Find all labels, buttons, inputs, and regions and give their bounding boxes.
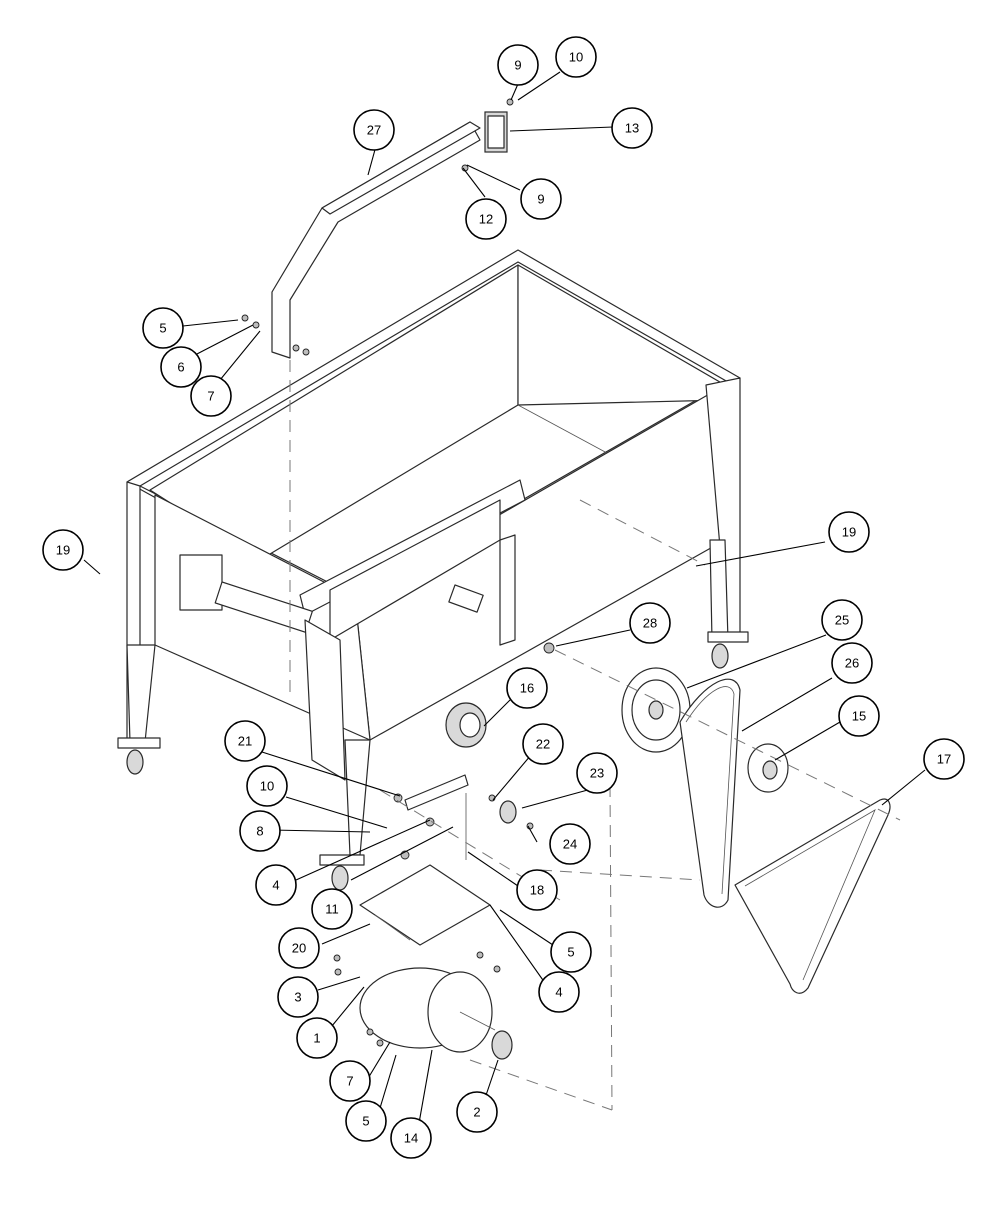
callout-17: 17 — [923, 738, 965, 780]
svg-text:19: 19 — [842, 525, 856, 540]
callout-24: 24 — [549, 823, 591, 865]
callout-13: 13 — [611, 107, 653, 149]
callout-26: 26 — [831, 642, 873, 684]
svg-text:20: 20 — [292, 941, 306, 956]
callout-22: 22 — [522, 723, 564, 765]
svg-text:6: 6 — [177, 360, 184, 375]
svg-text:5: 5 — [362, 1114, 369, 1129]
svg-text:26: 26 — [845, 656, 859, 671]
callout-8: 8 — [239, 810, 281, 852]
callout-3: 3 — [277, 976, 319, 1018]
svg-text:24: 24 — [563, 837, 577, 852]
drive-pulleys-belts — [543, 642, 891, 994]
svg-text:8: 8 — [256, 824, 263, 839]
svg-text:2: 2 — [473, 1105, 480, 1120]
callout-23: 23 — [576, 752, 618, 794]
svg-text:27: 27 — [367, 123, 381, 138]
svg-text:18: 18 — [530, 883, 544, 898]
svg-text:25: 25 — [835, 613, 849, 628]
callout-6: 6 — [160, 346, 202, 388]
callout-1: 1 — [296, 1017, 338, 1059]
svg-text:11: 11 — [325, 902, 339, 917]
svg-text:4: 4 — [272, 878, 279, 893]
svg-text:19: 19 — [56, 543, 70, 558]
svg-text:15: 15 — [852, 709, 866, 724]
callout-9: 9 — [497, 44, 539, 86]
svg-text:10: 10 — [569, 50, 583, 65]
svg-text:3: 3 — [294, 990, 301, 1005]
callout-16: 16 — [506, 667, 548, 709]
callout-14: 14 — [390, 1117, 432, 1159]
callout-27: 27 — [353, 109, 395, 151]
callout-9: 9 — [520, 178, 562, 220]
svg-text:22: 22 — [536, 737, 550, 752]
callout-19: 19 — [828, 511, 870, 553]
callout-28: 28 — [629, 602, 671, 644]
callout-2: 2 — [456, 1091, 498, 1133]
callout-15: 15 — [838, 695, 880, 737]
tension-assembly — [393, 774, 534, 860]
svg-text:1: 1 — [313, 1031, 320, 1046]
svg-text:12: 12 — [479, 212, 493, 227]
svg-text:21: 21 — [238, 734, 252, 749]
svg-text:5: 5 — [567, 945, 574, 960]
svg-text:13: 13 — [625, 121, 639, 136]
svg-text:17: 17 — [937, 752, 951, 767]
callout-12: 12 — [465, 198, 507, 240]
callout-4: 4 — [538, 971, 580, 1013]
callout-5: 5 — [142, 307, 184, 349]
svg-text:5: 5 — [159, 321, 166, 336]
callout-10: 10 — [555, 36, 597, 78]
svg-text:16: 16 — [520, 681, 534, 696]
callout-21: 21 — [224, 720, 266, 762]
svg-text:4: 4 — [555, 985, 562, 1000]
callout-balloons: 1 2 3 4 4 5 5 5 6 7 7 8 9 9 10 10 11 12 … — [42, 36, 965, 1159]
callout-25: 25 — [821, 599, 863, 641]
callout-5: 5 — [345, 1100, 387, 1142]
motor-assembly — [333, 864, 513, 1060]
svg-text:28: 28 — [643, 616, 657, 631]
svg-text:23: 23 — [590, 766, 604, 781]
svg-text:9: 9 — [514, 58, 521, 73]
assembly-axis-lines — [289, 360, 901, 1111]
svg-text:7: 7 — [207, 389, 214, 404]
callout-10: 10 — [246, 765, 288, 807]
callout-20: 20 — [278, 927, 320, 969]
svg-text:14: 14 — [404, 1131, 418, 1146]
callout-5: 5 — [550, 931, 592, 973]
callout-11: 11 — [311, 888, 353, 930]
callout-18: 18 — [516, 869, 558, 911]
callout-4: 4 — [255, 864, 297, 906]
callout-19: 19 — [42, 529, 84, 571]
leader-lines — [83, 71, 926, 1141]
svg-text:9: 9 — [537, 192, 544, 207]
callout-7: 7 — [190, 375, 232, 417]
callout-7: 7 — [329, 1060, 371, 1102]
svg-text:7: 7 — [346, 1074, 353, 1089]
cabinet-frame — [117, 249, 749, 891]
upper-arm-assembly — [241, 98, 514, 359]
svg-text:10: 10 — [260, 779, 274, 794]
